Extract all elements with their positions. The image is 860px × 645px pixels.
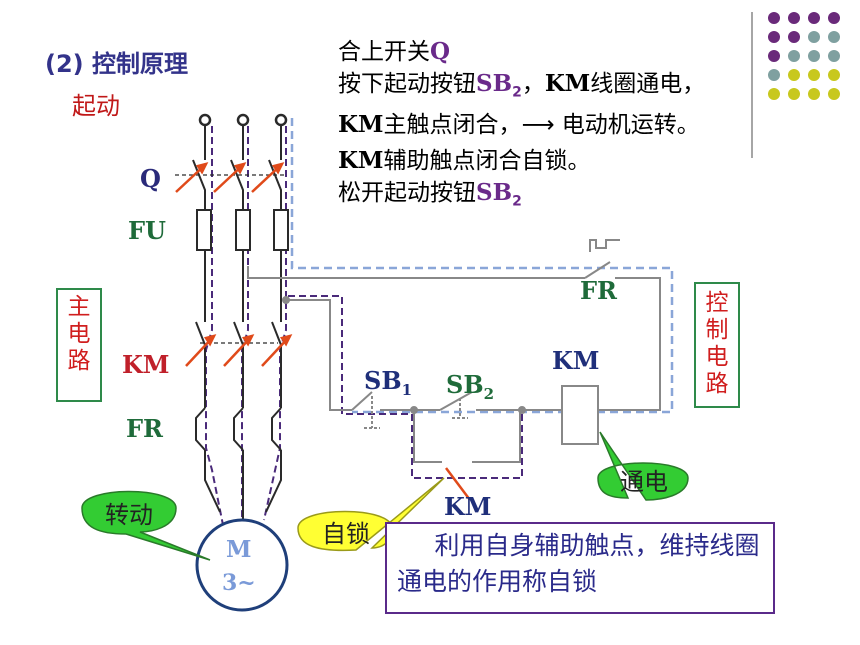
motor [195, 518, 289, 612]
self-lock-note: 利用自身辅助触点，维持线圈通电的作用称自锁 [385, 522, 775, 614]
step-line-5: 松开起动按钮SB2 [338, 178, 522, 210]
label-sb2: SB2 [446, 370, 495, 403]
label-sb1: SB1 [364, 366, 413, 399]
bubble-energized: 通电 [620, 468, 668, 496]
main-circuit-label-box: 主 电 路 [56, 288, 102, 402]
page-title: (2) 控制原理 [45, 44, 188, 79]
label-fu: FU [128, 216, 166, 245]
main-circuit [175, 113, 289, 520]
arrow-icon: ⟶ [521, 111, 555, 138]
step-line-3: KM主触点闭合，⟶ 电动机运转。 [338, 110, 700, 138]
subtitle: 起动 [72, 92, 120, 120]
step-line-2: 按下起动按钮SB2，KM线圈通电， [338, 70, 706, 101]
step-line-1: 合上开关Q [338, 38, 451, 65]
control-circuit-label-box: 控 制 电 路 [694, 282, 740, 408]
label-km-coil: KM [552, 346, 600, 375]
label-q: Q [140, 164, 161, 193]
label-km-main: KM [122, 350, 170, 379]
decorative-dot-grid [751, 12, 840, 158]
bubble-rotating: 转动 [105, 501, 153, 529]
label-km-aux: KM [444, 492, 492, 521]
control-circuit [247, 239, 661, 463]
step-line-4: KM辅助触点闭合自锁。 [338, 146, 591, 174]
motor-label-m: M [226, 536, 252, 563]
label-fr-main: FR [126, 414, 163, 443]
title-text: 控制原理 [92, 50, 188, 78]
label-fr-control: FR [580, 276, 617, 305]
motor-label-phase: 3~ [222, 570, 256, 596]
contact-arrows [175, 162, 471, 501]
step-list: 合上开关Q 按下起动按钮SB2，KM线圈通电， KM主触点闭合，⟶ 电动机运转。… [338, 36, 705, 217]
title-prefix: (2) [45, 50, 84, 78]
bubble-self-lock: 自锁 [322, 520, 370, 548]
